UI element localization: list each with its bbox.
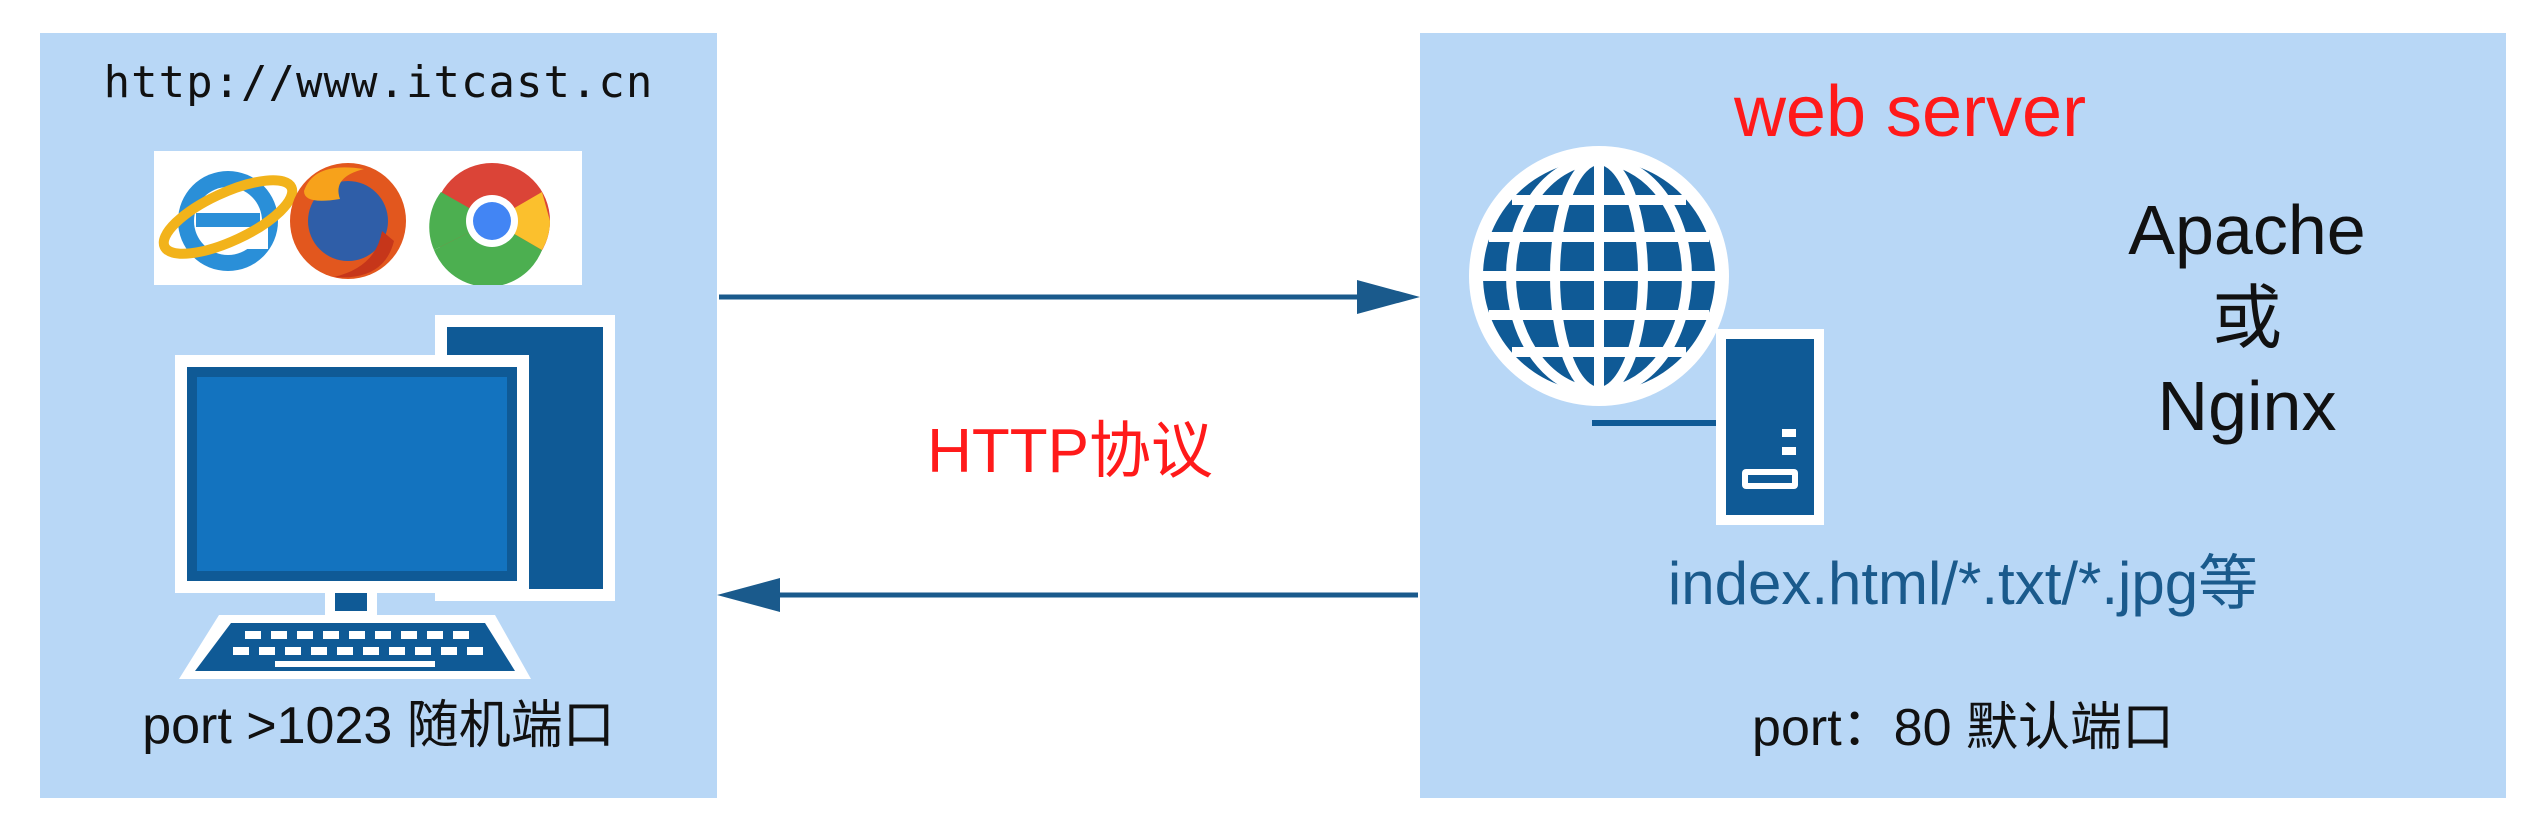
client-panel: http://www.itcast.cn (40, 33, 717, 798)
server-panel: web server Apache 或 Nginx index.html/*.t… (1420, 33, 2506, 798)
server-software: Apache 或 Nginx (2128, 191, 2366, 445)
server-port-label: port：80 默认端口 (1752, 699, 2174, 757)
server-title: web server (1733, 72, 2087, 152)
globe-icon (1469, 146, 1729, 406)
desktop-computer-icon (175, 315, 615, 679)
client-url: http://www.itcast.cn (103, 57, 654, 108)
request-arrow (719, 280, 1420, 314)
server-files: index.html/*.txt/*.jpg等 (1667, 550, 2259, 617)
browser-icons-strip (154, 151, 582, 285)
internet-explorer-icon (158, 171, 298, 271)
firefox-icon (290, 163, 406, 279)
client-port-label: port >1023 随机端口 (142, 697, 615, 755)
protocol-label: HTTP协议 (927, 417, 1213, 486)
response-arrow (717, 578, 1418, 612)
server-icon (1592, 329, 1824, 525)
chrome-icon (429, 163, 550, 285)
